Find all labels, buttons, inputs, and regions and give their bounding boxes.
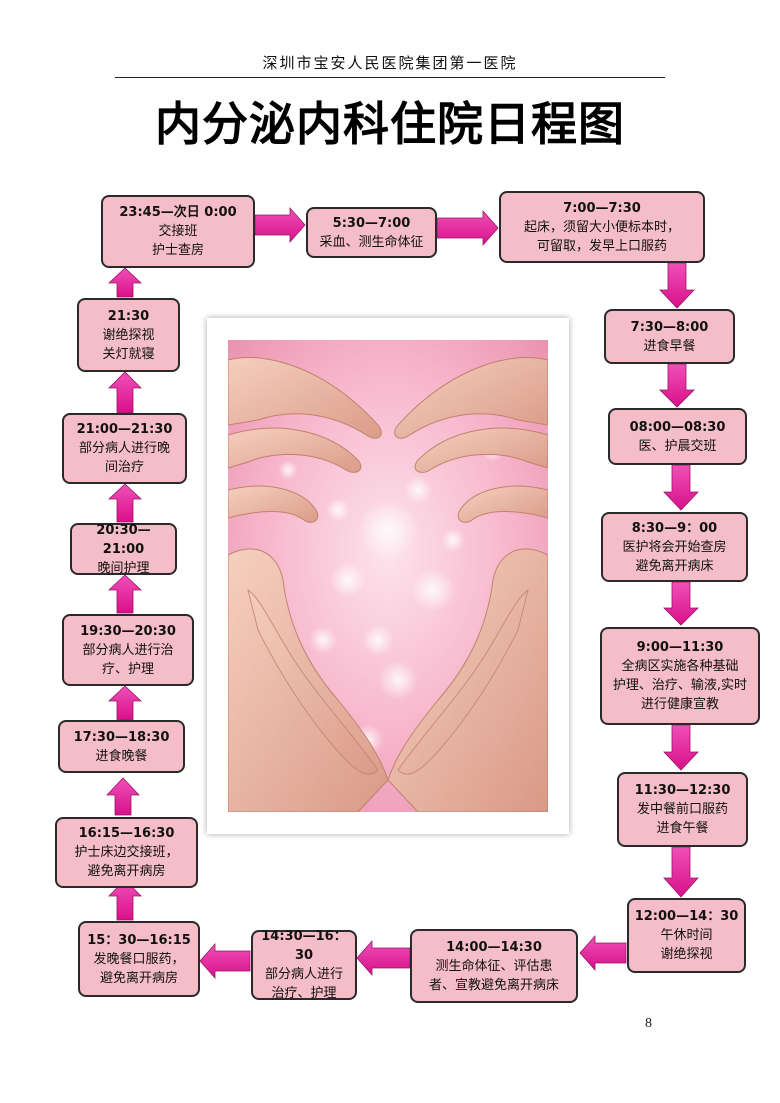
step-3-time: 7:30—8:00 — [630, 319, 709, 335]
arrow-down-4 — [663, 581, 699, 626]
step-10-box: 14:30—16：30 部分病人进行 治疗、护理 — [251, 929, 357, 1001]
step-9-box: 14:00—14:30 测生命体征、评估患 者、宣教避免离开病床 — [410, 929, 578, 1003]
step-9-desc: 测生命体征、评估患 者、宣教避免离开病床 — [428, 958, 559, 993]
arrow-down-2 — [659, 363, 695, 408]
step-15-box: 20:30—21:00 晚间护理 — [70, 522, 177, 576]
step-2-desc: 起床，须留大小便标本时， 可留取，发早上口服药 — [523, 219, 680, 254]
arrow-up-5 — [107, 483, 143, 523]
step-2-box: 7:00—7:30 起床，须留大小便标本时， 可留取，发早上口服药 — [499, 191, 705, 263]
step-15-time: 20:30—21:00 — [96, 522, 151, 557]
arrow-left-2 — [356, 939, 411, 977]
arrow-right-1 — [254, 206, 306, 244]
step-8-desc: 午休时间 谢绝探视 — [660, 928, 713, 962]
step-9-time: 14:00—14:30 — [446, 939, 542, 955]
step-16-box: 21:00—21:30 部分病人进行晚 间治疗 — [62, 413, 187, 484]
step-10-desc: 部分病人进行 治疗、护理 — [264, 967, 343, 1001]
step-14-time: 19:30—20:30 — [80, 623, 176, 639]
hospital-name: 深圳市宝安人民医院集团第一医院 — [262, 54, 518, 72]
arrow-down-1 — [659, 262, 695, 309]
step-1-time: 5:30—7:00 — [332, 215, 411, 231]
step-11-desc: 发晚餐口服药， 避免离开病房 — [93, 951, 185, 986]
step-4-box: 08:00—08:30 医、护晨交班 — [608, 408, 747, 465]
step-6-box: 9:00—11:30 全病区实施各种基础 护理、治疗、输液,实时 进行健康宣教 — [600, 627, 760, 725]
step-15-desc: 晚间护理 — [97, 560, 150, 576]
step-17-time: 21:30 — [107, 308, 150, 324]
arrow-up-3 — [107, 685, 143, 721]
arrow-left-3 — [199, 942, 251, 980]
step-3-box: 7:30—8:00 进食早餐 — [604, 309, 735, 364]
heart-hands-image — [228, 340, 548, 812]
step-1-desc: 采血、测生命体征 — [319, 234, 424, 250]
step-11-box: 15：30—16:15 发晚餐口服药， 避免离开病房 — [78, 921, 200, 997]
step-5-box: 8:30—9：00 医护将会开始查房 避免离开病床 — [601, 512, 748, 582]
step-13-desc: 进食晚餐 — [95, 748, 148, 764]
step-12-desc: 护士床边交接班， 避免离开病房 — [74, 845, 179, 879]
step-11-time: 15：30—16:15 — [87, 932, 191, 948]
step-3-desc: 进食早餐 — [643, 338, 696, 354]
arrow-up-7 — [107, 267, 143, 298]
step-6-time: 9:00—11:30 — [636, 640, 724, 655]
step-18-desc: 交接班 护士查房 — [151, 224, 204, 258]
arrow-up-6 — [108, 371, 142, 414]
step-8-time: 12:00—14：30 — [634, 909, 739, 924]
step-14-desc: 部分病人进行治 疗、护理 — [82, 642, 174, 677]
arrow-up-1 — [108, 879, 142, 921]
header-rule — [115, 77, 665, 78]
step-16-time: 21:00—21:30 — [76, 422, 173, 437]
arrow-down-3 — [663, 464, 699, 511]
step-17-desc: 谢绝探视 关灯就寝 — [102, 327, 155, 362]
step-14-box: 19:30—20:30 部分病人进行治 疗、护理 — [62, 614, 194, 686]
arrow-up-2 — [106, 777, 140, 816]
arrow-down-6 — [663, 846, 699, 898]
step-1-box: 5:30—7:00 采血、测生命体征 — [306, 207, 437, 258]
step-4-time: 08:00—08:30 — [629, 419, 726, 435]
step-4-desc: 医、护晨交班 — [638, 438, 717, 454]
step-16-desc: 部分病人进行晚 间治疗 — [78, 441, 170, 475]
step-5-time: 8:30—9：00 — [631, 520, 718, 536]
step-2-time: 7:00—7:30 — [563, 200, 641, 216]
step-18-box: 23:45—次日 0:00 交接班 护士查房 — [101, 195, 255, 268]
step-18-time: 23:45—次日 0:00 — [119, 205, 237, 220]
step-8-box: 12:00—14：30 午休时间 谢绝探视 — [627, 898, 746, 973]
step-13-box: 17:30—18:30 进食晚餐 — [58, 720, 185, 773]
step-13-time: 17:30—18:30 — [73, 729, 170, 745]
step-10-time: 14:30—16：30 — [261, 929, 347, 963]
step-17-box: 21:30 谢绝探视 关灯就寝 — [77, 298, 180, 372]
step-12-time: 16:15—16:30 — [78, 826, 175, 841]
step-7-desc: 发中餐前口服药 进食午餐 — [636, 802, 728, 836]
step-5-desc: 医护将会开始查房 避免离开病床 — [622, 539, 727, 574]
step-7-box: 11:30—12:30 发中餐前口服药 进食午餐 — [617, 772, 748, 847]
heart-hands-icon — [228, 340, 548, 812]
page-number: 8 — [645, 1016, 652, 1031]
arrow-left-1 — [579, 934, 627, 972]
step-6-desc: 全病区实施各种基础 护理、治疗、输液,实时 进行健康宣教 — [612, 659, 748, 712]
arrow-right-2 — [436, 209, 499, 247]
page-title: 内分泌内科住院日程图 — [155, 97, 625, 151]
step-7-time: 11:30—12:30 — [634, 783, 731, 798]
step-12-box: 16:15—16:30 护士床边交接班， 避免离开病房 — [55, 817, 198, 888]
arrow-up-4 — [107, 574, 143, 614]
arrow-down-5 — [663, 724, 699, 771]
